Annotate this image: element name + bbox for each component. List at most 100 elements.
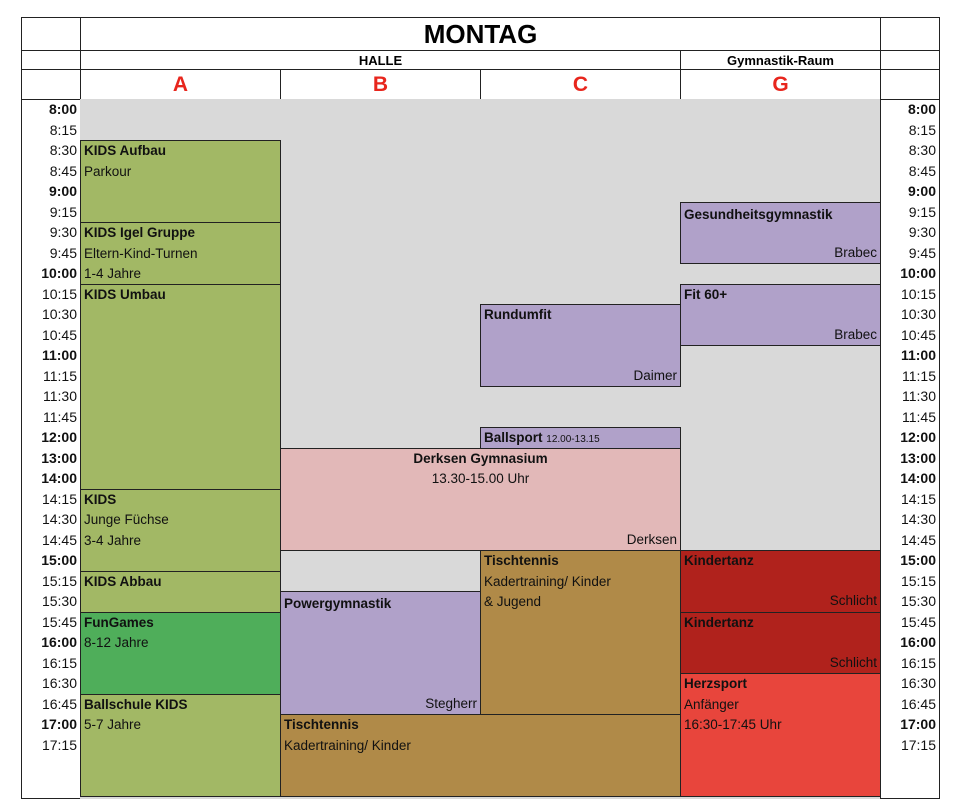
event-detail: 5-7 Jahre (84, 717, 142, 732)
day-title: MONTAG (80, 17, 881, 51)
event-title: KIDS (84, 491, 117, 507)
event-detail: Kadertraining/ Kinder (484, 573, 611, 589)
event-block[interactable]: Fit 60+ Brabec (680, 283, 881, 346)
event-detail: Junge Füchse (84, 512, 169, 527)
time-label-left: 9:30 (49, 224, 77, 240)
time-label-right: 8:00 (907, 101, 936, 117)
time-label-left: 10:15 (41, 285, 77, 302)
event-title: Rundumfit (484, 307, 552, 322)
event-title: KIDS Abbau (84, 573, 162, 589)
time-label-left: 10:45 (41, 326, 77, 343)
time-label-left: 15:45 (41, 613, 77, 630)
column-header-b: B (280, 69, 481, 100)
time-label-left: 8:00 (48, 101, 77, 117)
time-label-left: 11:30 (43, 388, 77, 404)
time-label-left: 12:00 (41, 429, 77, 445)
event-block[interactable]: KIDS Umbau (80, 283, 281, 490)
event-instructor: Schlicht (829, 593, 877, 608)
corner-cell (880, 17, 940, 51)
event-title: Tischtennis (284, 717, 359, 732)
event-title: KIDS Umbau (84, 286, 166, 302)
time-label-left: 10:30 (41, 306, 77, 322)
time-label-left: 15:15 (41, 572, 77, 589)
event-detail: Kadertraining/ Kinder (284, 737, 411, 753)
time-label-right: 16:00 (900, 634, 936, 650)
time-label-right: 11:45 (902, 408, 936, 425)
time-label-right: 9:30 (908, 224, 936, 240)
event-detail: Parkour (84, 163, 132, 179)
event-instructor: Daimer (633, 367, 677, 383)
time-label-right: 16:15 (900, 654, 936, 671)
corner-cell (21, 69, 81, 100)
event-title: KIDS Igel Gruppe (84, 225, 196, 240)
time-label-right: 15:45 (900, 613, 936, 630)
event-title: Gesundheitsgymnastik (684, 206, 833, 222)
time-label-right: 16:30 (900, 675, 936, 691)
event-title: Powergymnastik (284, 596, 392, 611)
event-detail: & Jugend (484, 594, 542, 609)
section-halle: HALLE (80, 50, 681, 70)
time-label-left: 8:30 (49, 142, 77, 158)
time-label-left: 8:15 (49, 121, 77, 138)
event-block[interactable]: KIDS Abbau (80, 570, 281, 613)
event-detail: Eltern-Kind-Turnen (84, 245, 198, 261)
corner-cell (21, 50, 81, 70)
time-label-right: 8:15 (908, 121, 936, 138)
time-label-right: 15:30 (900, 593, 936, 609)
time-label-right: 8:45 (908, 162, 936, 179)
time-label-right: 14:15 (900, 490, 936, 507)
column-header-g: G (680, 69, 881, 100)
time-label-left: 15:30 (41, 593, 77, 609)
time-label-right: 17:00 (900, 716, 936, 732)
time-label-right: 10:15 (900, 285, 936, 302)
corner-cell (880, 50, 940, 70)
section-gymnastik-raum: Gymnastik-Raum (680, 50, 881, 70)
event-title: Ballsport (484, 430, 543, 445)
event-title: FunGames (84, 614, 154, 630)
time-label-right: 13:00 (900, 449, 936, 466)
event-title: KIDS Aufbau (84, 143, 166, 158)
event-detail: 1-4 Jahre (84, 266, 142, 281)
time-label-right: 14:30 (900, 511, 936, 527)
time-label-left: 14:00 (41, 470, 77, 486)
time-label-right: 11:15 (902, 367, 936, 384)
event-title: Herzsport (684, 676, 748, 691)
time-label-left: 16:00 (41, 634, 77, 650)
corner-cell (21, 17, 81, 51)
event-title: Derksen Gymnasium (413, 450, 548, 466)
time-label-left: 16:30 (41, 675, 77, 691)
time-label-right: 11:30 (902, 388, 936, 404)
event-instructor: Stegherr (425, 695, 477, 711)
time-label-right: 16:45 (900, 695, 936, 712)
column-header-a: A (80, 69, 281, 100)
time-label-left: 14:15 (41, 490, 77, 507)
time-label-right: 9:45 (908, 244, 936, 261)
event-block[interactable]: Ballsport 12.00-13.15 (480, 427, 681, 449)
time-label-left: 14:30 (41, 511, 77, 527)
time-label-left: 16:15 (41, 654, 77, 671)
event-block[interactable]: KIDS Junge Füchse 3-4 Jahre (80, 488, 281, 572)
event-instructor: Brabec (834, 326, 877, 342)
time-label-right: 17:15 (900, 736, 936, 753)
time-label-right: 10:45 (900, 326, 936, 343)
event-title: Tischtennis (484, 553, 559, 568)
event-title: Fit 60+ (684, 286, 728, 302)
time-label-left: 14:45 (41, 531, 77, 548)
time-label-left: 11:15 (43, 367, 77, 384)
event-detail: 16:30-17:45 Uhr (684, 717, 782, 732)
event-detail: 3-4 Jahre (84, 532, 142, 548)
event-instructor: Schlicht (829, 654, 877, 670)
time-label-right: 12:00 (900, 429, 936, 445)
